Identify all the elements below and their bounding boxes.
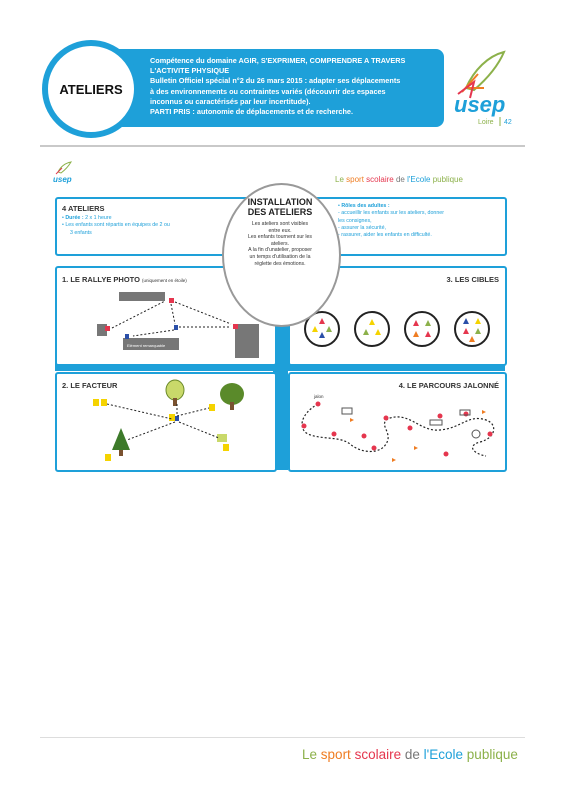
divider [40, 145, 525, 147]
facteur-title: 2. LE FACTEUR [62, 381, 118, 390]
header-banner [118, 49, 444, 127]
cible-2-marks [363, 319, 381, 335]
page-title: ATELIERS [59, 81, 123, 97]
competence-line: L'ACTIVITE PHYSIQUE [150, 66, 230, 76]
logo-text: usep [454, 92, 505, 117]
installation-oval [222, 183, 341, 327]
cross-bar-horizontal [55, 363, 505, 371]
card-parcours: 4. LE PARCOURS JALONNÉ jalon [288, 372, 507, 472]
rallye-note: (uniquement en étoile) [142, 278, 187, 283]
cible-1-marks [312, 318, 332, 338]
svg-text:usep: usep [53, 175, 72, 184]
cibles-diagram [304, 311, 490, 347]
competence-text: Compétence du domaine AGIR, S'EXPRIMER, … [150, 56, 440, 117]
rallye-title: 1. LE RALLYE PHOTO [62, 275, 140, 284]
installation-title-2: DES ATELIERS [247, 207, 313, 217]
rallye-diagram: Elément remarquable [97, 292, 259, 358]
ateliers-title: 4 ATELIERS [62, 204, 105, 213]
competence-line: à des environnements ou contraintes vari… [150, 86, 386, 96]
logo-num: 42 [504, 119, 512, 126]
usep-logo: usep Loire 42 [454, 50, 512, 126]
cibles-title: 3. LES CIBLES [446, 275, 499, 284]
jalon-label: jalon [313, 394, 324, 399]
competence-line: PARTI PRIS : autonomie de déplacements e… [150, 107, 354, 117]
installation-text: INSTALLATION DES ATELIERS Les ateliers s… [230, 197, 330, 267]
facteur-diagram [93, 379, 244, 461]
logo-sub: Loire [478, 119, 494, 126]
cible-3-marks [413, 320, 431, 337]
footer-divider [40, 737, 525, 738]
slogan-footer: Le sport scolaire de l'Ecole publique [302, 747, 518, 762]
title-badge: ATELIERS [42, 40, 140, 138]
competence-line: Bulletin Officiel spécial n°2 du 26 mars… [150, 76, 401, 86]
parcours-title: 4. LE PARCOURS JALONNÉ [398, 381, 499, 390]
slogan-top: Le sport scolaire de l'Ecole publique [335, 175, 463, 184]
installation-title-1: INSTALLATION [247, 197, 313, 207]
rallye-label: Elément remarquable [127, 343, 166, 348]
card-facteur: 2. LE FACTEUR [55, 372, 277, 472]
competence-line: inconnus ou caractérisés par leur incert… [150, 96, 311, 106]
cible-4-marks [463, 318, 481, 342]
competence-line: Compétence du domaine AGIR, S'EXPRIMER, … [150, 56, 406, 65]
roles-list: • Rôles des adultes : - accueillir les e… [338, 203, 444, 239]
ateliers-list: • Durée : 2 x 1 heure • Les enfants sont… [62, 215, 170, 236]
parcours-diagram: jalon [301, 394, 495, 462]
usep-small-logo: usep [53, 161, 73, 184]
